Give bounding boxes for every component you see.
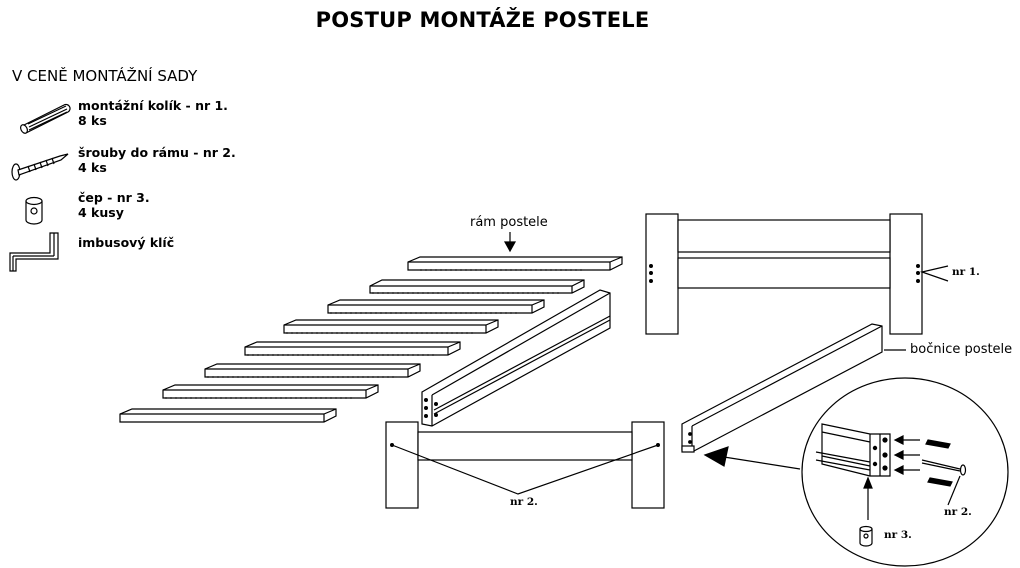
kit-heading: V CENĚ MONTÁŽNÍ SADY bbox=[12, 67, 198, 85]
kit-item-qty: 8 ks bbox=[78, 113, 107, 128]
detail-magnifier bbox=[801, 377, 1009, 567]
pin-icon bbox=[25, 196, 43, 225]
nr1-label: nr 1. bbox=[952, 266, 980, 278]
kit-item-label: šrouby do rámu - nr 2. bbox=[78, 145, 236, 160]
frame-arrow bbox=[503, 232, 517, 253]
kit-item-pin: čep - nr 3. 4 kusy bbox=[78, 190, 150, 220]
dowel-icon bbox=[20, 103, 71, 134]
footboard bbox=[385, 421, 665, 509]
nr2-label-detail: nr 2. bbox=[944, 506, 972, 518]
kit-item-qty: 4 ks bbox=[78, 160, 107, 175]
slat bbox=[244, 341, 461, 356]
slat bbox=[369, 279, 585, 294]
nr3-label: nr 3. bbox=[884, 529, 912, 541]
slat bbox=[407, 256, 623, 271]
assembly-arrow bbox=[703, 446, 801, 470]
slat bbox=[162, 384, 379, 399]
slat bbox=[119, 408, 337, 423]
slat bbox=[283, 319, 499, 334]
kit-item-screw: šrouby do rámu - nr 2. 4 ks bbox=[78, 145, 236, 175]
bed-slats bbox=[119, 256, 623, 423]
frame-label: rám postele bbox=[470, 215, 548, 230]
kit-item-label: imbusový klíč bbox=[78, 235, 175, 250]
page-title: POSTUP MONTÁŽE POSTELE bbox=[315, 8, 650, 32]
kit-item-allen-key: imbusový klíč bbox=[78, 235, 174, 250]
allen-key-icon bbox=[9, 232, 59, 272]
slat bbox=[327, 299, 545, 314]
headboard bbox=[645, 213, 949, 335]
side-rail-left bbox=[421, 289, 611, 427]
kit-item-dowel: montážní kolík - nr 1. 8 ks bbox=[78, 98, 228, 128]
screw-icon bbox=[11, 153, 69, 181]
kit-item-label: čep - nr 3. bbox=[78, 190, 150, 205]
kit-item-qty: 4 kusy bbox=[78, 205, 124, 220]
side-rail-right bbox=[681, 323, 883, 453]
kit-item-label: montážní kolík - nr 1. bbox=[78, 98, 228, 113]
nr2-label-footboard: nr 2. bbox=[510, 496, 538, 508]
slat bbox=[204, 363, 421, 378]
side-rail-label: bočnice postele bbox=[910, 342, 1013, 357]
